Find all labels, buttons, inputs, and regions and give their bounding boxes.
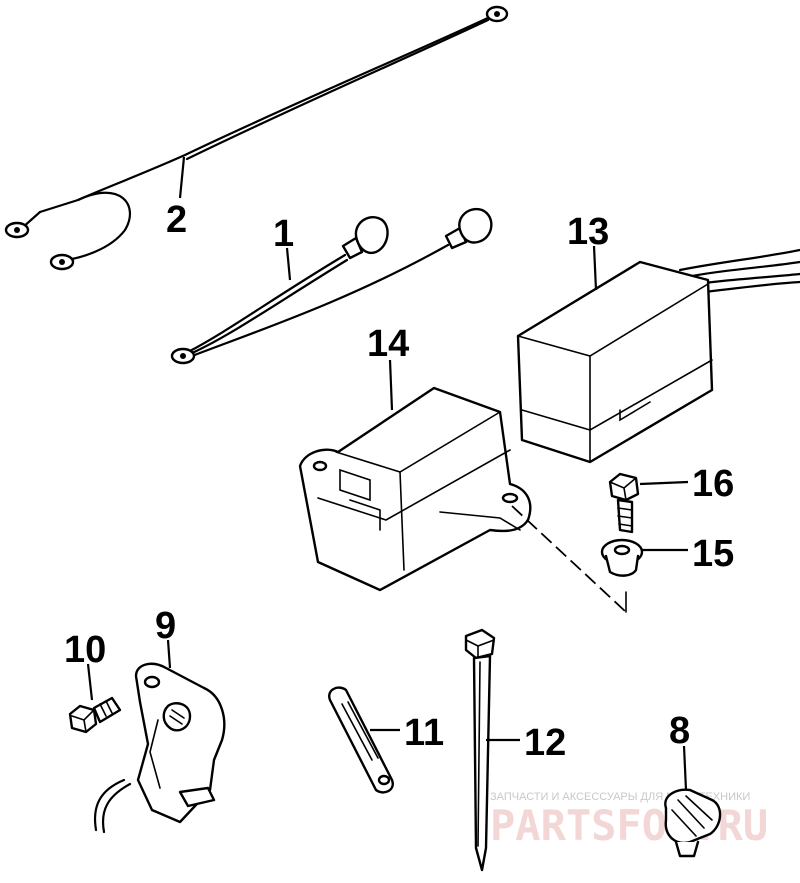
watermark-logo: PARTSFOR.RU [490,801,768,850]
part-1-forked-wire [170,207,493,365]
callout-11: 11 [404,712,444,754]
callout-14: 14 [367,323,409,365]
part-10-bolt [68,663,122,734]
part-13-cdi-unit [516,245,800,464]
callout-16: 16 [692,463,734,505]
callout-15: 15 [692,533,734,575]
callout-10: 10 [64,629,106,671]
part-12-cable-tie [464,628,520,872]
part-16-bolt [608,472,689,534]
part-9-switch [94,639,226,834]
part-15-collar [600,538,688,577]
part-2-wire-harness [4,5,509,271]
watermark: ЗАПЧАСТИ И АКСЕССУАРЫ ДЛЯ МОТОТЕХНИКИ PA… [490,791,768,850]
part-14-regulator [298,359,627,613]
callout-12: 12 [524,722,566,764]
callout-13: 13 [567,211,609,253]
callout-2: 2 [166,199,187,241]
part-11-clamp [328,686,400,794]
callout-9: 9 [155,605,176,647]
callout-1: 1 [273,213,294,255]
callout-8: 8 [669,710,690,752]
part-8-clip [664,745,722,858]
